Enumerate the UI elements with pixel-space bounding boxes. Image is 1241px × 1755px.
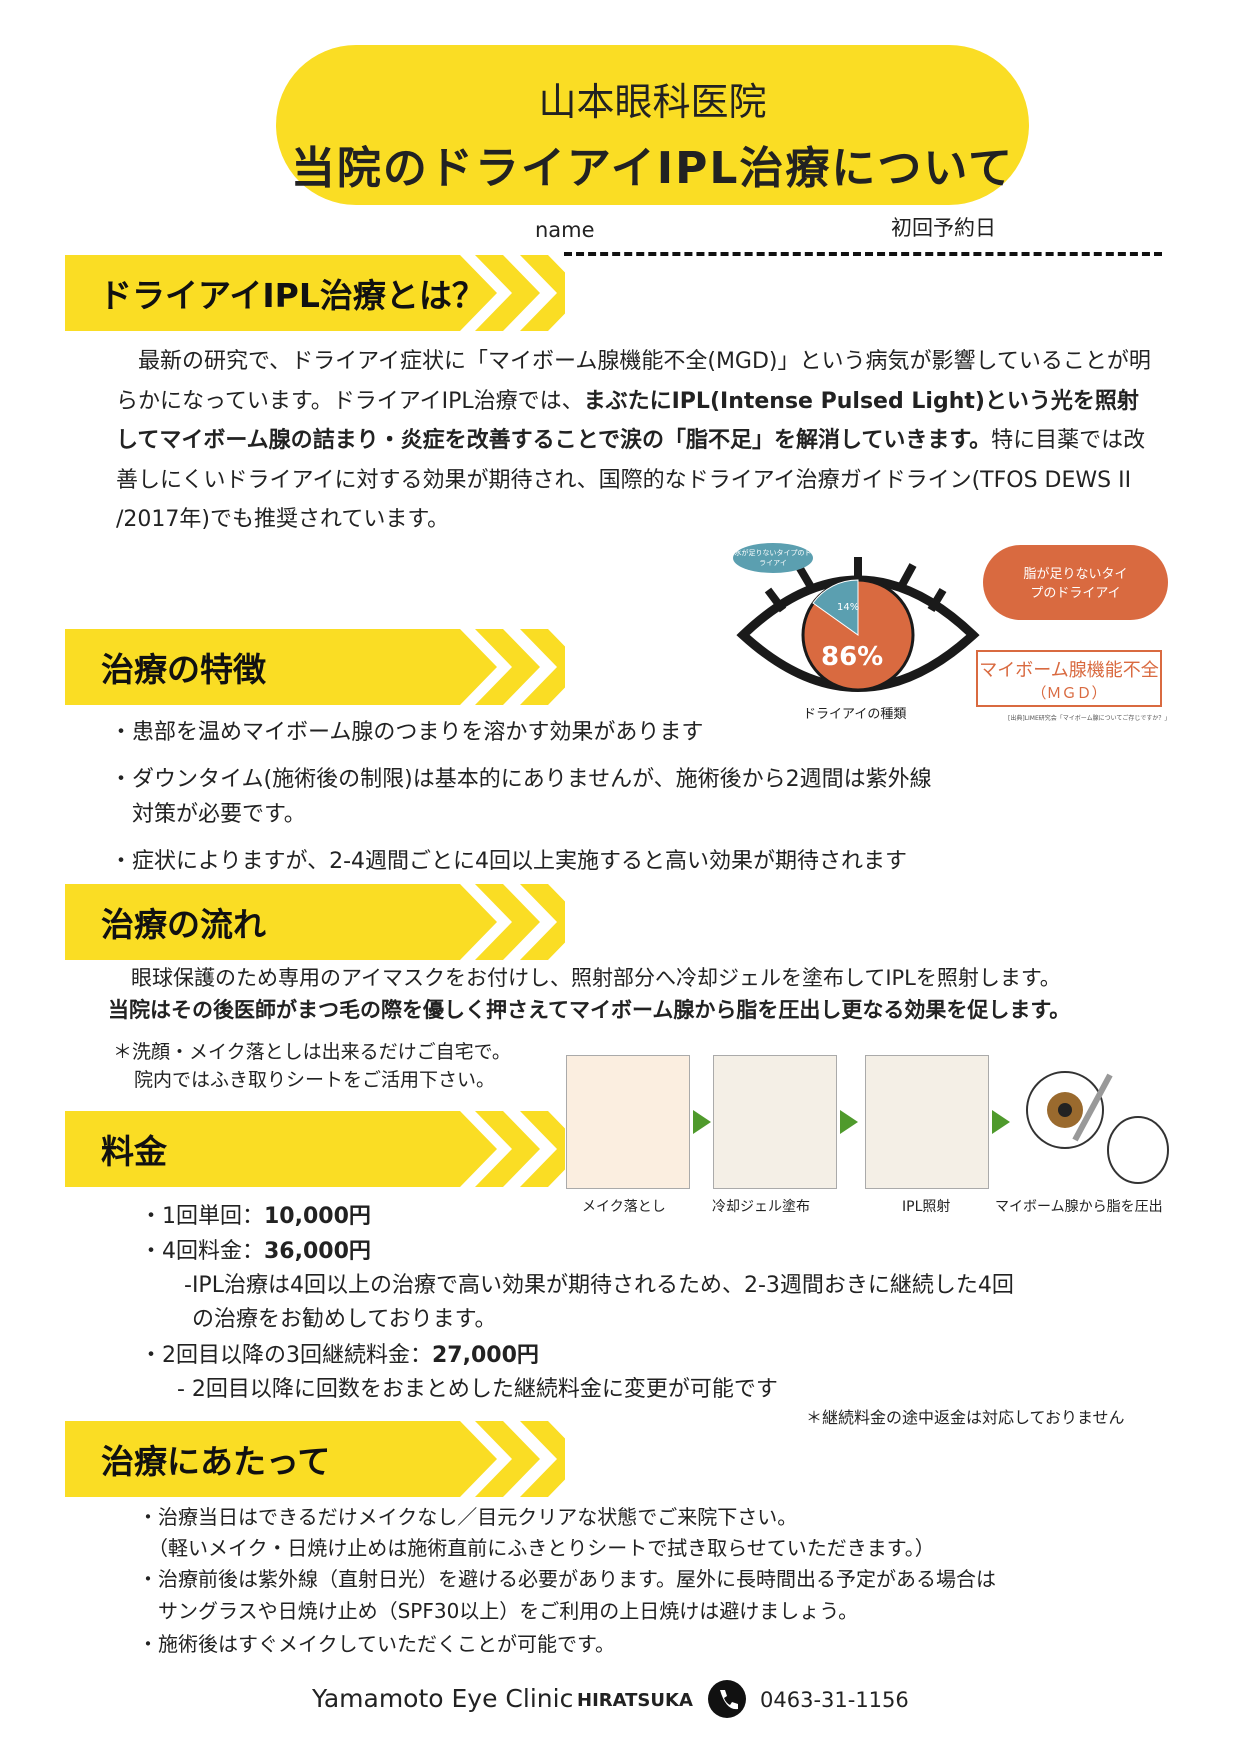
price-continue: ・2回目以降の3回継続料金：27,000円 <box>140 1343 539 1369</box>
notes-item: （軽いメイク・日焼け止めは施術直前にふきとりシートで拭き取らせていただきます。） <box>138 1536 935 1560</box>
mgd-title: マイボーム腺機能不全 <box>979 660 1159 681</box>
flow-note: 院内ではふき取りシートをご活用下さい。 <box>134 1069 496 1091</box>
eye-pie-icon: 14% 86% <box>736 557 980 692</box>
notes-item: サングラスや日焼け止め（SPF30以上）をご利用の上日焼けは避けましょう。 <box>138 1599 859 1623</box>
chevron-banner-icon <box>65 1111 565 1187</box>
feature-item: ・症状によりますが、2-4週間ごとに4回以上実施すると高い効果が期待されます <box>110 849 908 874</box>
clinic-name: 山本眼科医院 <box>538 80 767 124</box>
flow-note: ＊洗顔・メイク落としは出来るだけご自宅で。 <box>113 1041 511 1063</box>
feature-item: 対策が必要です。 <box>110 802 306 827</box>
intro-bold: まぶたにIPL(Intense Pulsed Light)という光を照射してマイ… <box>116 388 1139 454</box>
figure-source: [出典]LIME研究会「マイボーム腺についてご存じですか？」 <box>1008 715 1171 722</box>
section-banner-price: 料金 <box>65 1111 565 1187</box>
water-label: 水が足りないタイプのドライアイ <box>733 543 813 573</box>
section-title: ドライアイIPL治療とは？ <box>99 276 485 315</box>
flow-text: 眼球保護のため専用のアイマスクをお付けし、照射部分へ冷却ジェルを塗布してIPLを… <box>131 966 1061 990</box>
section-banner-what: ドライアイIPL治療とは？ <box>65 255 565 331</box>
price-value: 10,000円 <box>264 1204 371 1229</box>
arrow-right-icon <box>992 1110 1010 1134</box>
price-four: ・4回料金：36,000円 <box>140 1239 371 1265</box>
price-label: ・4回料金： <box>140 1239 264 1264</box>
feature-item: ・患部を温めマイボーム腺のつまりを溶かす効果があります <box>110 720 704 745</box>
fill-in-line <box>564 252 1162 256</box>
step-image-ipl <box>865 1055 989 1189</box>
chevron-banner-icon <box>65 1421 565 1497</box>
chevron-banner-icon <box>65 629 565 705</box>
flow-text-bold: 当院はその後医師がまつ毛の際を優しく押さえてマイボーム腺から脂を圧出し更なる効果… <box>108 998 1071 1022</box>
step-caption: 冷却ジェル塗布 <box>712 1199 810 1215</box>
refund-note: ＊継続料金の途中返金は対応しておりません <box>806 1408 1125 1427</box>
notes-item: ・治療当日はできるだけメイクなし／目元クリアな状態でご来院下さい。 <box>138 1505 798 1529</box>
intro-text: 特に目薬では改善しにくいドライアイに対する効果が期待され、国際的なドライアイ治療… <box>116 428 1146 532</box>
phone-icon <box>708 1680 746 1718</box>
price-value: 27,000円 <box>432 1343 539 1368</box>
footer-branch: HIRATSUKA <box>577 1690 693 1711</box>
water-pct: 14% <box>837 602 859 613</box>
chevron-banner-icon <box>65 884 565 960</box>
section-banner-notes: 治療にあたって <box>65 1421 565 1497</box>
dry-eye-figure: 14% 86% 水が足りないタイプのドライアイ 脂が足りないタイプのドライアイ … <box>733 535 1183 730</box>
intro-paragraph: 最新の研究で、ドライアイ症状に「マイボーム腺機能不全(MGD)」という病気が影響… <box>116 342 1156 540</box>
price-note: - 2回目以降に回数をおまとめした継続料金に変更が可能です <box>177 1377 778 1402</box>
price-label: ・2回目以降の3回継続料金： <box>140 1343 432 1368</box>
oil-pct: 86% <box>821 642 883 672</box>
section-banner-features: 治療の特徴 <box>65 629 565 705</box>
notes-item: ・治療前後は紫外線（直射日光）を避ける必要があります。屋外に長時間出る予定がある… <box>138 1567 996 1591</box>
chevron-banner-icon <box>65 255 565 331</box>
footer-phone[interactable]: 0463-31-1156 <box>760 1688 909 1712</box>
step-image-makeup-removal <box>566 1055 690 1189</box>
notes-item: ・施術後はすぐメイクしていただくことが可能です。 <box>138 1632 615 1656</box>
page-title: 当院のドライアイIPL治療について <box>290 143 1015 194</box>
step-caption: マイボーム腺から脂を圧出 <box>995 1199 1163 1215</box>
arrow-right-icon <box>693 1110 711 1134</box>
eye-expression-icon <box>1026 1071 1169 1184</box>
figure-caption: ドライアイの種類 <box>803 707 907 722</box>
price-single: ・1回単回：10,000円 <box>140 1204 371 1230</box>
mgd-box: マイボーム腺機能不全 （ＭＧＤ） <box>976 650 1162 707</box>
price-value: 36,000円 <box>264 1239 371 1264</box>
date-label: 初回予約日 <box>891 216 996 240</box>
section-title: 治療の流れ <box>101 905 266 944</box>
price-label: ・1回単回： <box>140 1204 264 1229</box>
step-caption: メイク落とし <box>582 1199 666 1215</box>
section-banner-flow: 治療の流れ <box>65 884 565 960</box>
step-caption: IPL照射 <box>902 1199 951 1215</box>
section-title: 料金 <box>101 1132 167 1171</box>
mgd-abbr: （ＭＧＤ） <box>1031 684 1107 702</box>
section-title: 治療の特徴 <box>101 650 266 689</box>
step-image-gel <box>713 1055 837 1189</box>
feature-item: ・ダウンタイム(施術後の制限)は基本的にありませんが、施術後から2週間は紫外線 <box>110 767 932 792</box>
name-label: name <box>535 218 595 242</box>
oil-label: 脂が足りないタイプのドライアイ <box>983 545 1168 620</box>
title-banner: 山本眼科医院 当院のドライアイIPL治療について <box>276 45 1029 205</box>
intro-text: 最新の研究で、ドライアイ症状に「マイボーム腺機能不全(MGD)」という病気が影響… <box>116 349 1151 414</box>
section-title: 治療にあたって <box>101 1442 331 1481</box>
price-note: -IPL治療は4回以上の治療で高い効果が期待されるため、2-3週間おきに継続した… <box>184 1273 1014 1298</box>
arrow-right-icon <box>840 1110 858 1134</box>
price-note: の治療をお勧めしております。 <box>192 1307 497 1332</box>
footer-clinic: Yamamoto Eye Clinic <box>312 1684 574 1713</box>
